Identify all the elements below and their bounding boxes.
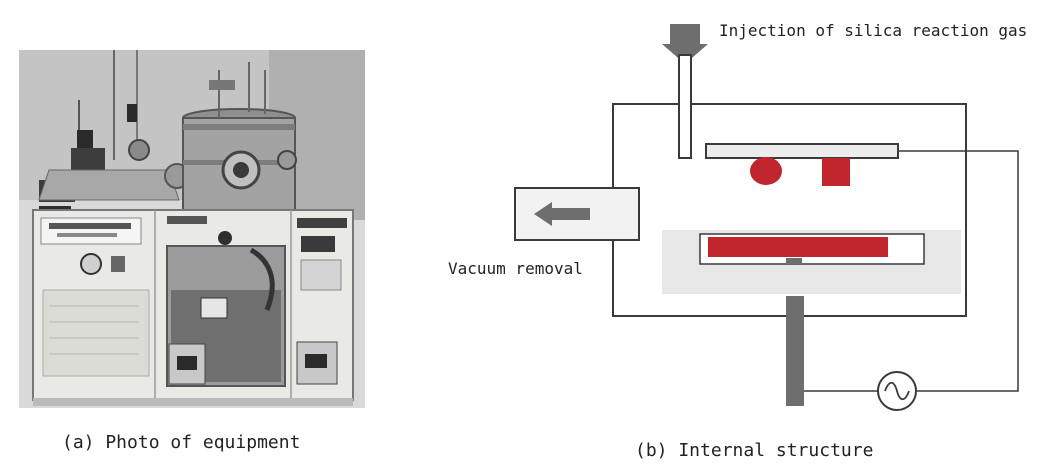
injection-tube [678, 54, 692, 159]
rf-wire [898, 150, 1019, 392]
caption-photo: (a) Photo of equipment [62, 432, 301, 453]
top-electrode [705, 143, 899, 159]
internal-structure-diagram: Injection of silica reaction gas Vacuum … [448, 21, 1027, 411]
holder-stem-top [786, 258, 802, 264]
vacuum-arrow [534, 202, 590, 226]
cabinet-nameplate [40, 217, 142, 245]
red-oval-part [750, 157, 782, 185]
red-block-part [822, 158, 850, 186]
injection-label: Injection of silica reaction gas [719, 21, 1027, 40]
caption-structure: (b) Internal structure [635, 440, 874, 461]
injection-arrow [662, 24, 708, 64]
lower-electrode-rod [786, 296, 804, 406]
equipment-photo [19, 50, 365, 408]
attached-sheet [42, 289, 150, 377]
vacuum-label: Vacuum removal [448, 259, 583, 278]
valve-block [77, 130, 93, 152]
substrate-plate [708, 237, 888, 257]
